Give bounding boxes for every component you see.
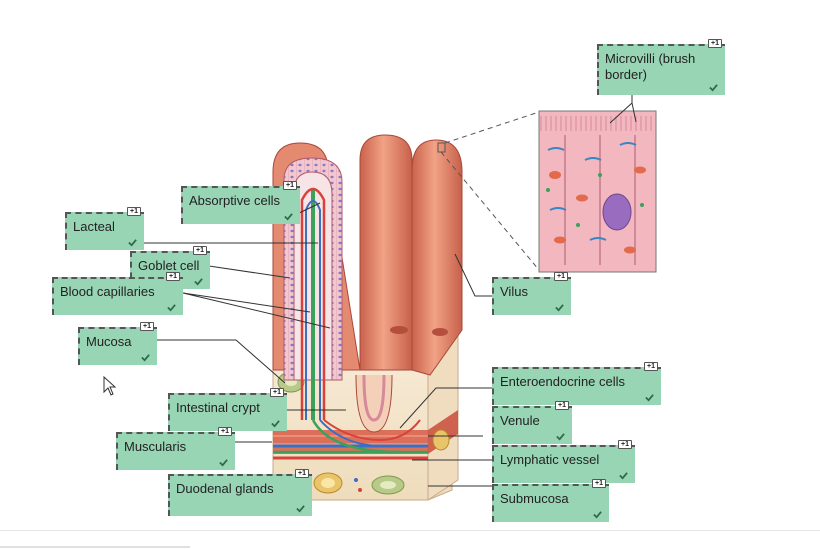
label-vilus[interactable]: +1 Vilus: [492, 272, 571, 315]
microvilli-inset: [437, 110, 657, 273]
checkmark-icon: [619, 472, 628, 480]
points-badge: +1: [218, 427, 232, 436]
label-absorptive-cells[interactable]: +1 Absorptive cells: [181, 181, 300, 224]
label-text: Vilus: [500, 284, 528, 299]
label-mucosa[interactable]: +1 Mucosa: [78, 322, 157, 365]
label-enteroendocrine-cells[interactable]: +1 Enteroendocrine cells: [492, 362, 661, 405]
points-badge: +1: [166, 272, 180, 281]
label-text: Lacteal: [73, 219, 115, 234]
points-badge: +1: [127, 207, 141, 216]
tissue-block: [272, 328, 459, 501]
checkmark-icon: [141, 354, 150, 362]
label-text: Mucosa: [86, 334, 132, 349]
label-text: Muscularis: [124, 439, 187, 454]
points-badge: +1: [295, 469, 309, 478]
label-text: Microvilli (brush border): [605, 51, 696, 82]
checkmark-icon: [645, 394, 654, 402]
label-lacteal[interactable]: +1 Lacteal: [65, 207, 144, 250]
checkmark-icon: [556, 433, 565, 441]
checkmark-icon: [555, 304, 564, 312]
label-text: Duodenal glands: [176, 481, 274, 496]
checkmark-icon: [128, 239, 137, 247]
points-badge: +1: [592, 479, 606, 488]
label-blood-capillaries[interactable]: +1 Blood capillaries: [52, 272, 183, 315]
label-submucosa[interactable]: +1 Submucosa: [492, 479, 609, 522]
points-badge: +1: [618, 440, 632, 449]
points-badge: +1: [708, 39, 722, 48]
points-badge: +1: [555, 401, 569, 410]
cursor-arrow-icon: [103, 376, 117, 396]
checkmark-icon: [167, 304, 176, 312]
checkmark-icon: [709, 84, 718, 92]
label-text: Venule: [500, 413, 540, 428]
checkmark-icon: [593, 511, 602, 519]
label-text: Enteroendocrine cells: [500, 374, 626, 389]
label-venule[interactable]: +1 Venule: [492, 401, 572, 444]
label-duodenal-glands[interactable]: +1 Duodenal glands: [168, 469, 312, 516]
checkmark-icon: [296, 505, 305, 513]
label-text: Intestinal crypt: [176, 400, 260, 415]
bottom-divider: [0, 530, 820, 531]
label-text: Lymphatic vessel: [500, 452, 600, 467]
label-muscularis[interactable]: +1 Muscularis: [116, 427, 235, 470]
label-lymphatic-vessel[interactable]: +1 Lymphatic vessel: [492, 440, 635, 483]
label-text: Submucosa: [500, 491, 569, 506]
label-intestinal-crypt[interactable]: +1 Intestinal crypt: [168, 388, 287, 431]
points-badge: +1: [140, 322, 154, 331]
points-badge: +1: [283, 181, 297, 190]
label-text: Blood capillaries: [60, 284, 155, 299]
points-badge: +1: [193, 246, 207, 255]
checkmark-icon: [194, 278, 203, 286]
checkmark-icon: [284, 213, 293, 221]
points-badge: +1: [554, 272, 568, 281]
bottom-scrollbar[interactable]: [0, 546, 190, 548]
label-text: Goblet cell: [138, 258, 200, 273]
checkmark-icon: [219, 459, 228, 467]
label-microvilli[interactable]: +1 Microvilli (brush border): [597, 39, 725, 95]
points-badge: +1: [644, 362, 658, 371]
checkmark-icon: [271, 420, 280, 428]
label-text: Absorptive cells: [189, 193, 281, 208]
leader-lines: [143, 95, 637, 487]
points-badge: +1: [270, 388, 284, 397]
